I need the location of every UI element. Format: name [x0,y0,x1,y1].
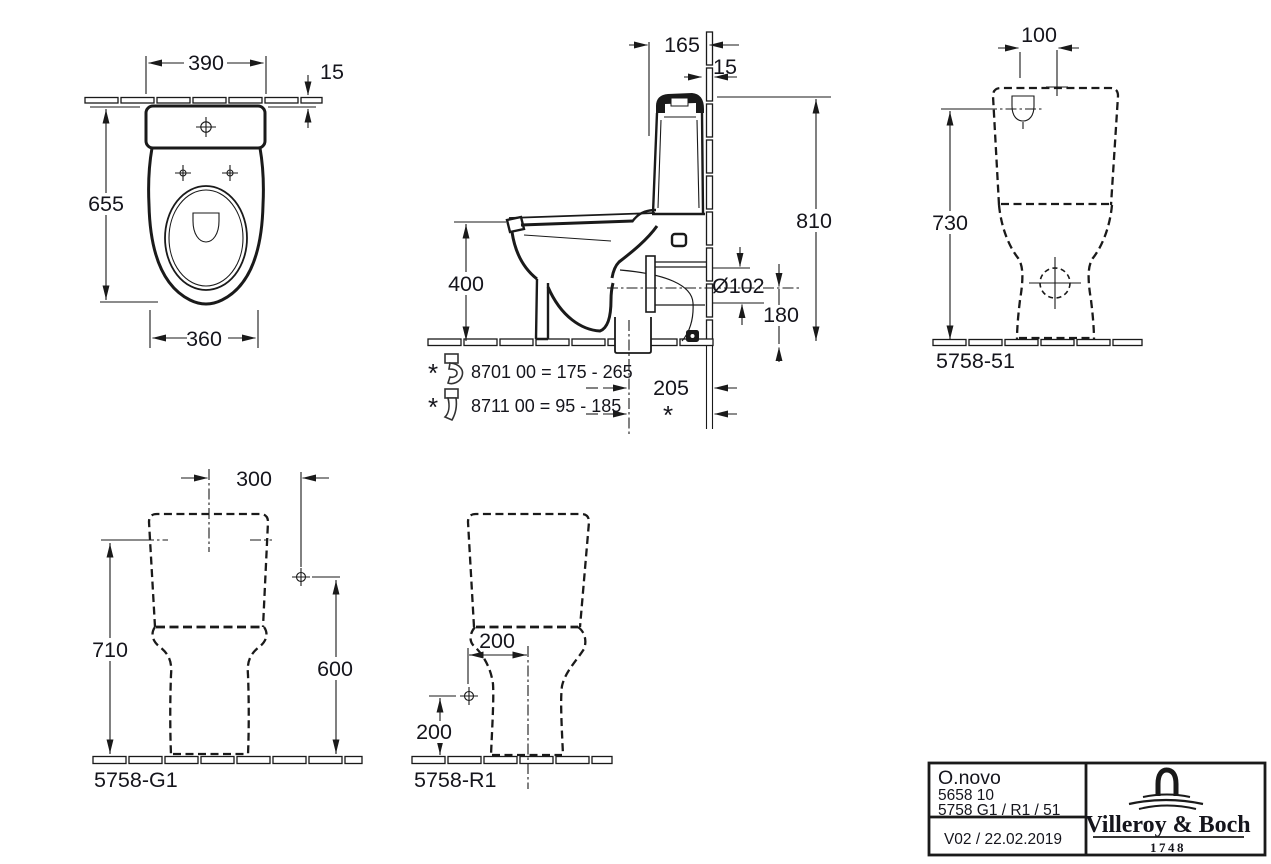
floor-tiles-side [427,338,714,347]
brand-year: 1748 [1150,840,1186,855]
dim-15-side: 15 [684,55,737,81]
dim-205-asterisk: * [663,400,673,430]
supply-point-g1 [292,472,340,586]
toilet-outline-r1 [466,512,591,757]
front-view-r1: 200 200 5758-R1 [411,512,613,792]
dim-300: 300 [181,467,329,491]
centerlines-g1 [101,469,272,552]
article-number: 5658 10 [938,787,994,804]
floor-tiles-g1 [92,755,363,765]
view-label-r1: 5758-R1 [414,768,496,792]
dim-205-text: 205 [653,376,689,400]
toilet-plan-outline [144,104,267,306]
supply-point-r1 [429,648,478,705]
dim-180: 180 [760,264,802,362]
seat-hinge-crosshairs [175,165,238,181]
note-2-text: 8711 00 = 95 - 185 [471,396,621,416]
dim-200h-text: 200 [479,629,515,653]
dim-200v-text: 200 [416,720,452,744]
toilet-outline-51 [991,86,1120,340]
dim-180-text: 180 [763,303,799,327]
dim-165: 165 [629,33,739,136]
outlet-circle [1029,257,1081,309]
top-view: 390 15 655 360 [84,51,344,351]
view-label-51: 5758-51 [936,349,1015,373]
dim-710: 710 [87,543,133,754]
dim-205: 205 * [586,376,737,430]
dim-15-top-text: 15 [320,60,344,84]
floor-tiles-r1 [411,755,613,765]
brand-name: Villeroy & Boch [1085,812,1250,838]
wall-tiles-side [705,31,714,429]
dim-15-top: 15 [268,60,344,128]
inlet-valve-cup [986,95,1042,129]
version-date: V02 / 22.02.2019 [944,831,1062,848]
product-line: O.novo [938,767,1001,789]
dim-102-text: Ø102 [712,274,765,298]
dim-400: 400 [443,221,506,341]
dim-200-horizontal: 200 [469,629,527,659]
dim-730: 730 [927,108,989,340]
dim-400-text: 400 [448,272,484,296]
dim-810-text: 810 [796,209,832,233]
dim-300-text: 300 [236,467,272,491]
front-view-51: 100 730 5758-51 [927,23,1143,373]
wall-tiles [84,96,323,104]
dim-outlet-diameter: Ø102 [712,247,765,325]
front-view-g1: 300 710 600 5758-G1 [87,467,363,792]
outlet-connector-icon-1 [444,353,464,385]
flush-button-crosshair [196,117,216,137]
title-block: O.novo 5658 10 5758 G1 / R1 / 51 V02 / 2… [927,761,1267,857]
dim-655: 655 [85,106,158,303]
dim-390: 390 [145,51,267,94]
note-1-text: 8701 00 = 175 - 265 [471,362,633,382]
villeroy-boch-logo-icon [1128,767,1204,810]
outlet-connection [607,255,800,434]
dim-810: 810 [717,96,838,341]
dim-730-text: 730 [932,211,968,235]
note-1-marker: * [428,358,438,388]
dim-100: 100 [998,23,1079,96]
dim-655-text: 655 [88,192,124,216]
model-numbers: 5758 G1 / R1 / 51 [938,802,1060,819]
dim-710-text: 710 [92,638,128,662]
floor-tiles-51 [932,338,1143,347]
dim-165-text: 165 [664,33,700,57]
note-2-marker: * [428,392,438,422]
side-view: 165 15 810 400 Ø102 18 [427,31,838,434]
view-label-g1: 5758-G1 [94,768,178,792]
dim-360-text: 360 [186,327,222,351]
dim-600-text: 600 [317,657,353,681]
dim-360: 360 [149,310,259,351]
dim-15-side-text: 15 [713,55,737,79]
dim-390-text: 390 [188,51,224,75]
cistern-section [631,93,705,223]
dim-100-text: 100 [1021,23,1057,47]
outlet-connector-icon-2 [443,388,459,422]
bowl-section [505,212,688,341]
dim-200-vertical: 200 [411,698,456,755]
outlet-variant-notes: * 8701 00 = 175 - 265 * 8711 00 = 95 - 1… [428,353,633,422]
dim-600: 600 [312,580,358,754]
